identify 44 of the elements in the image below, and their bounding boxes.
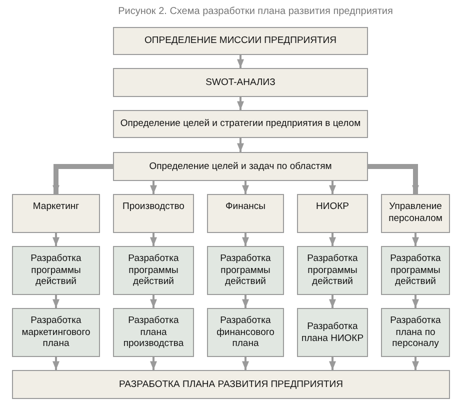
arrow	[329, 181, 336, 194]
arrow	[242, 357, 249, 370]
arrow	[412, 295, 419, 308]
arrow	[329, 295, 336, 308]
arrow	[52, 295, 60, 308]
task-box: Разработка плана производства	[113, 308, 194, 357]
process-box: НИОКР	[297, 194, 368, 233]
figure-title: Рисунок 2. Схема разработки плана развития предприятия	[117, 6, 394, 17]
process-box: ОПРЕДЕЛЕНИЕ МИССИИ ПРЕДПРИЯТИЯ	[113, 27, 368, 55]
arrow	[242, 295, 249, 308]
task-box: Разработка программы действий	[381, 246, 450, 295]
arrow	[237, 97, 244, 110]
process-box: Финансы	[207, 194, 284, 233]
task-box: Разработка плана по персоналу	[381, 308, 450, 357]
process-box: Производство	[113, 194, 194, 233]
arrow	[150, 233, 157, 246]
arrow	[329, 233, 336, 246]
arrow	[412, 357, 419, 370]
arrow	[242, 233, 249, 246]
arrow	[412, 233, 419, 246]
arrow	[237, 55, 244, 68]
arrow	[329, 357, 336, 370]
arrow	[52, 233, 60, 246]
arrow	[52, 164, 113, 194]
arrow	[150, 295, 157, 308]
arrow	[242, 181, 249, 194]
arrow	[52, 357, 60, 370]
process-box: Определение целей и задач по областям	[113, 152, 368, 181]
task-box: Разработка плана НИОКР	[297, 308, 368, 357]
process-box: Определение целей и стратегии предприятия в целом	[113, 110, 368, 138]
task-box: Разработка программы действий	[113, 246, 194, 295]
process-box: РАЗРАБОТКА ПЛАНА РАЗВИТИЯ ПРЕДПРИЯТИЯ	[12, 370, 450, 399]
task-box: Разработка финансового плана	[207, 308, 284, 357]
arrow	[368, 164, 419, 194]
process-box: Маркетинг	[12, 194, 100, 233]
task-box: Разработка маркетингового плана	[12, 308, 100, 357]
process-box: Управление персоналом	[381, 194, 450, 233]
task-box: Разработка программы действий	[207, 246, 284, 295]
task-box: Разработка программы действий	[12, 246, 100, 295]
process-box: SWOT-АНАЛИЗ	[113, 68, 368, 97]
arrow	[237, 138, 244, 152]
arrow	[150, 181, 157, 194]
arrow	[150, 357, 157, 370]
task-box: Разработка программы действий	[297, 246, 368, 295]
